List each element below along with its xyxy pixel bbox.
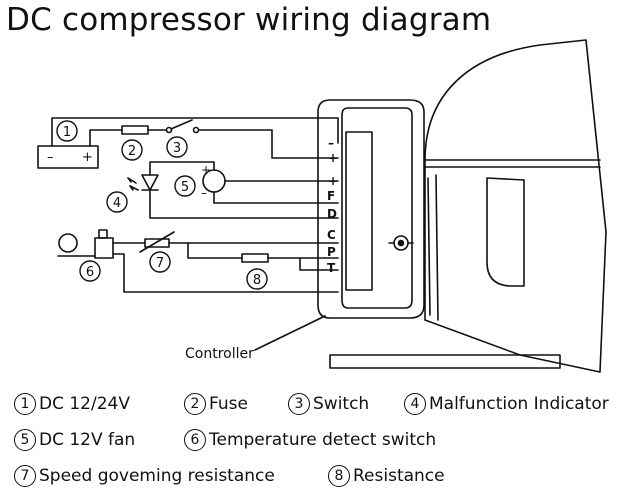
callout-3: 3 (166, 136, 188, 158)
legend-num-1: 1 (14, 393, 36, 415)
svg-text:4: 4 (113, 196, 121, 211)
legend-text-1: DC 12/24V (39, 394, 130, 414)
callout-6: 6 (79, 260, 101, 282)
legend-text-6: Temperature detect switch (209, 430, 437, 450)
terminal-f: F (327, 189, 335, 203)
legend-text-7: Speed goveming resistance (39, 466, 275, 486)
legend-num-4: 4 (404, 393, 426, 415)
controller-box (317, 99, 425, 319)
terminal-c: C (327, 228, 336, 242)
fuse-symbol (121, 125, 149, 135)
terminal-plus-2: + (328, 174, 338, 188)
legend-text-5: DC 12V fan (39, 430, 136, 450)
fan-symbol (149, 161, 339, 204)
legend-item-8: 8 Resistance (328, 465, 445, 487)
terminal-t: T (327, 261, 336, 275)
speed-resistance-symbol (139, 231, 339, 259)
compressor-body (424, 39, 607, 373)
battery-symbol (37, 117, 339, 169)
callout-7: 7 (149, 251, 171, 273)
led-symbol (127, 174, 339, 219)
callout-5: 5 (174, 175, 196, 197)
fan-plus-mark: + (201, 163, 211, 177)
terminal-labels: – + + F D C P T (327, 136, 338, 275)
terminal-plus-1: + (328, 151, 338, 165)
callout-1: 1 (56, 120, 78, 142)
callout-2: 2 (121, 139, 143, 161)
terminal-d: D (327, 207, 337, 221)
svg-text:1: 1 (63, 125, 71, 140)
svg-text:8: 8 (253, 273, 261, 288)
legend-num-2: 2 (184, 393, 206, 415)
legend-text-2: Fuse (209, 394, 248, 414)
resistance-symbol (241, 253, 269, 263)
legend-item-2: 2 Fuse (184, 393, 248, 415)
svg-text:2: 2 (128, 144, 136, 159)
fan-minus-mark: – (201, 186, 207, 200)
wiring-diagram: – + + F D C P T – + + – 1 2 3 4 5 6 7 8 … (37, 39, 607, 373)
terminal-minus: – (328, 136, 334, 150)
callout-8: 8 (246, 268, 268, 290)
controller-label: Controller (185, 346, 254, 362)
legend-num-6: 6 (184, 429, 206, 451)
legend-item-1: 1 DC 12/24V (14, 393, 130, 415)
callout-4: 4 (106, 191, 128, 213)
svg-text:3: 3 (173, 141, 181, 156)
battery-minus-mark: – (47, 150, 54, 165)
svg-text:5: 5 (181, 180, 189, 195)
legend-num-8: 8 (328, 465, 350, 487)
compressor-base (329, 354, 561, 369)
battery-plus-mark: + (82, 150, 93, 165)
temperature-switch-symbol (57, 229, 339, 293)
svg-text:7: 7 (156, 256, 164, 271)
diagram-title: DC compressor wiring diagram (6, 2, 492, 38)
legend-item-7: 7 Speed goveming resistance (14, 465, 275, 487)
legend-item-6: 6 Temperature detect switch (184, 429, 436, 451)
svg-text:6: 6 (86, 265, 94, 280)
legend-item-5: 5 DC 12V fan (14, 429, 135, 451)
terminal-p: P (327, 245, 336, 259)
switch-symbol (165, 119, 200, 134)
legend-num-3: 3 (288, 393, 310, 415)
legend-text-3: Switch (313, 394, 370, 414)
legend-text-4: Malfunction Indicator (429, 394, 609, 414)
legend-num-7: 7 (14, 465, 36, 487)
legend-num-5: 5 (14, 429, 36, 451)
legend-text-8: Resistance (353, 466, 445, 486)
legend-item-3: 3 Switch (288, 393, 369, 415)
legend-item-4: 4 Malfunction Indicator (404, 393, 609, 415)
